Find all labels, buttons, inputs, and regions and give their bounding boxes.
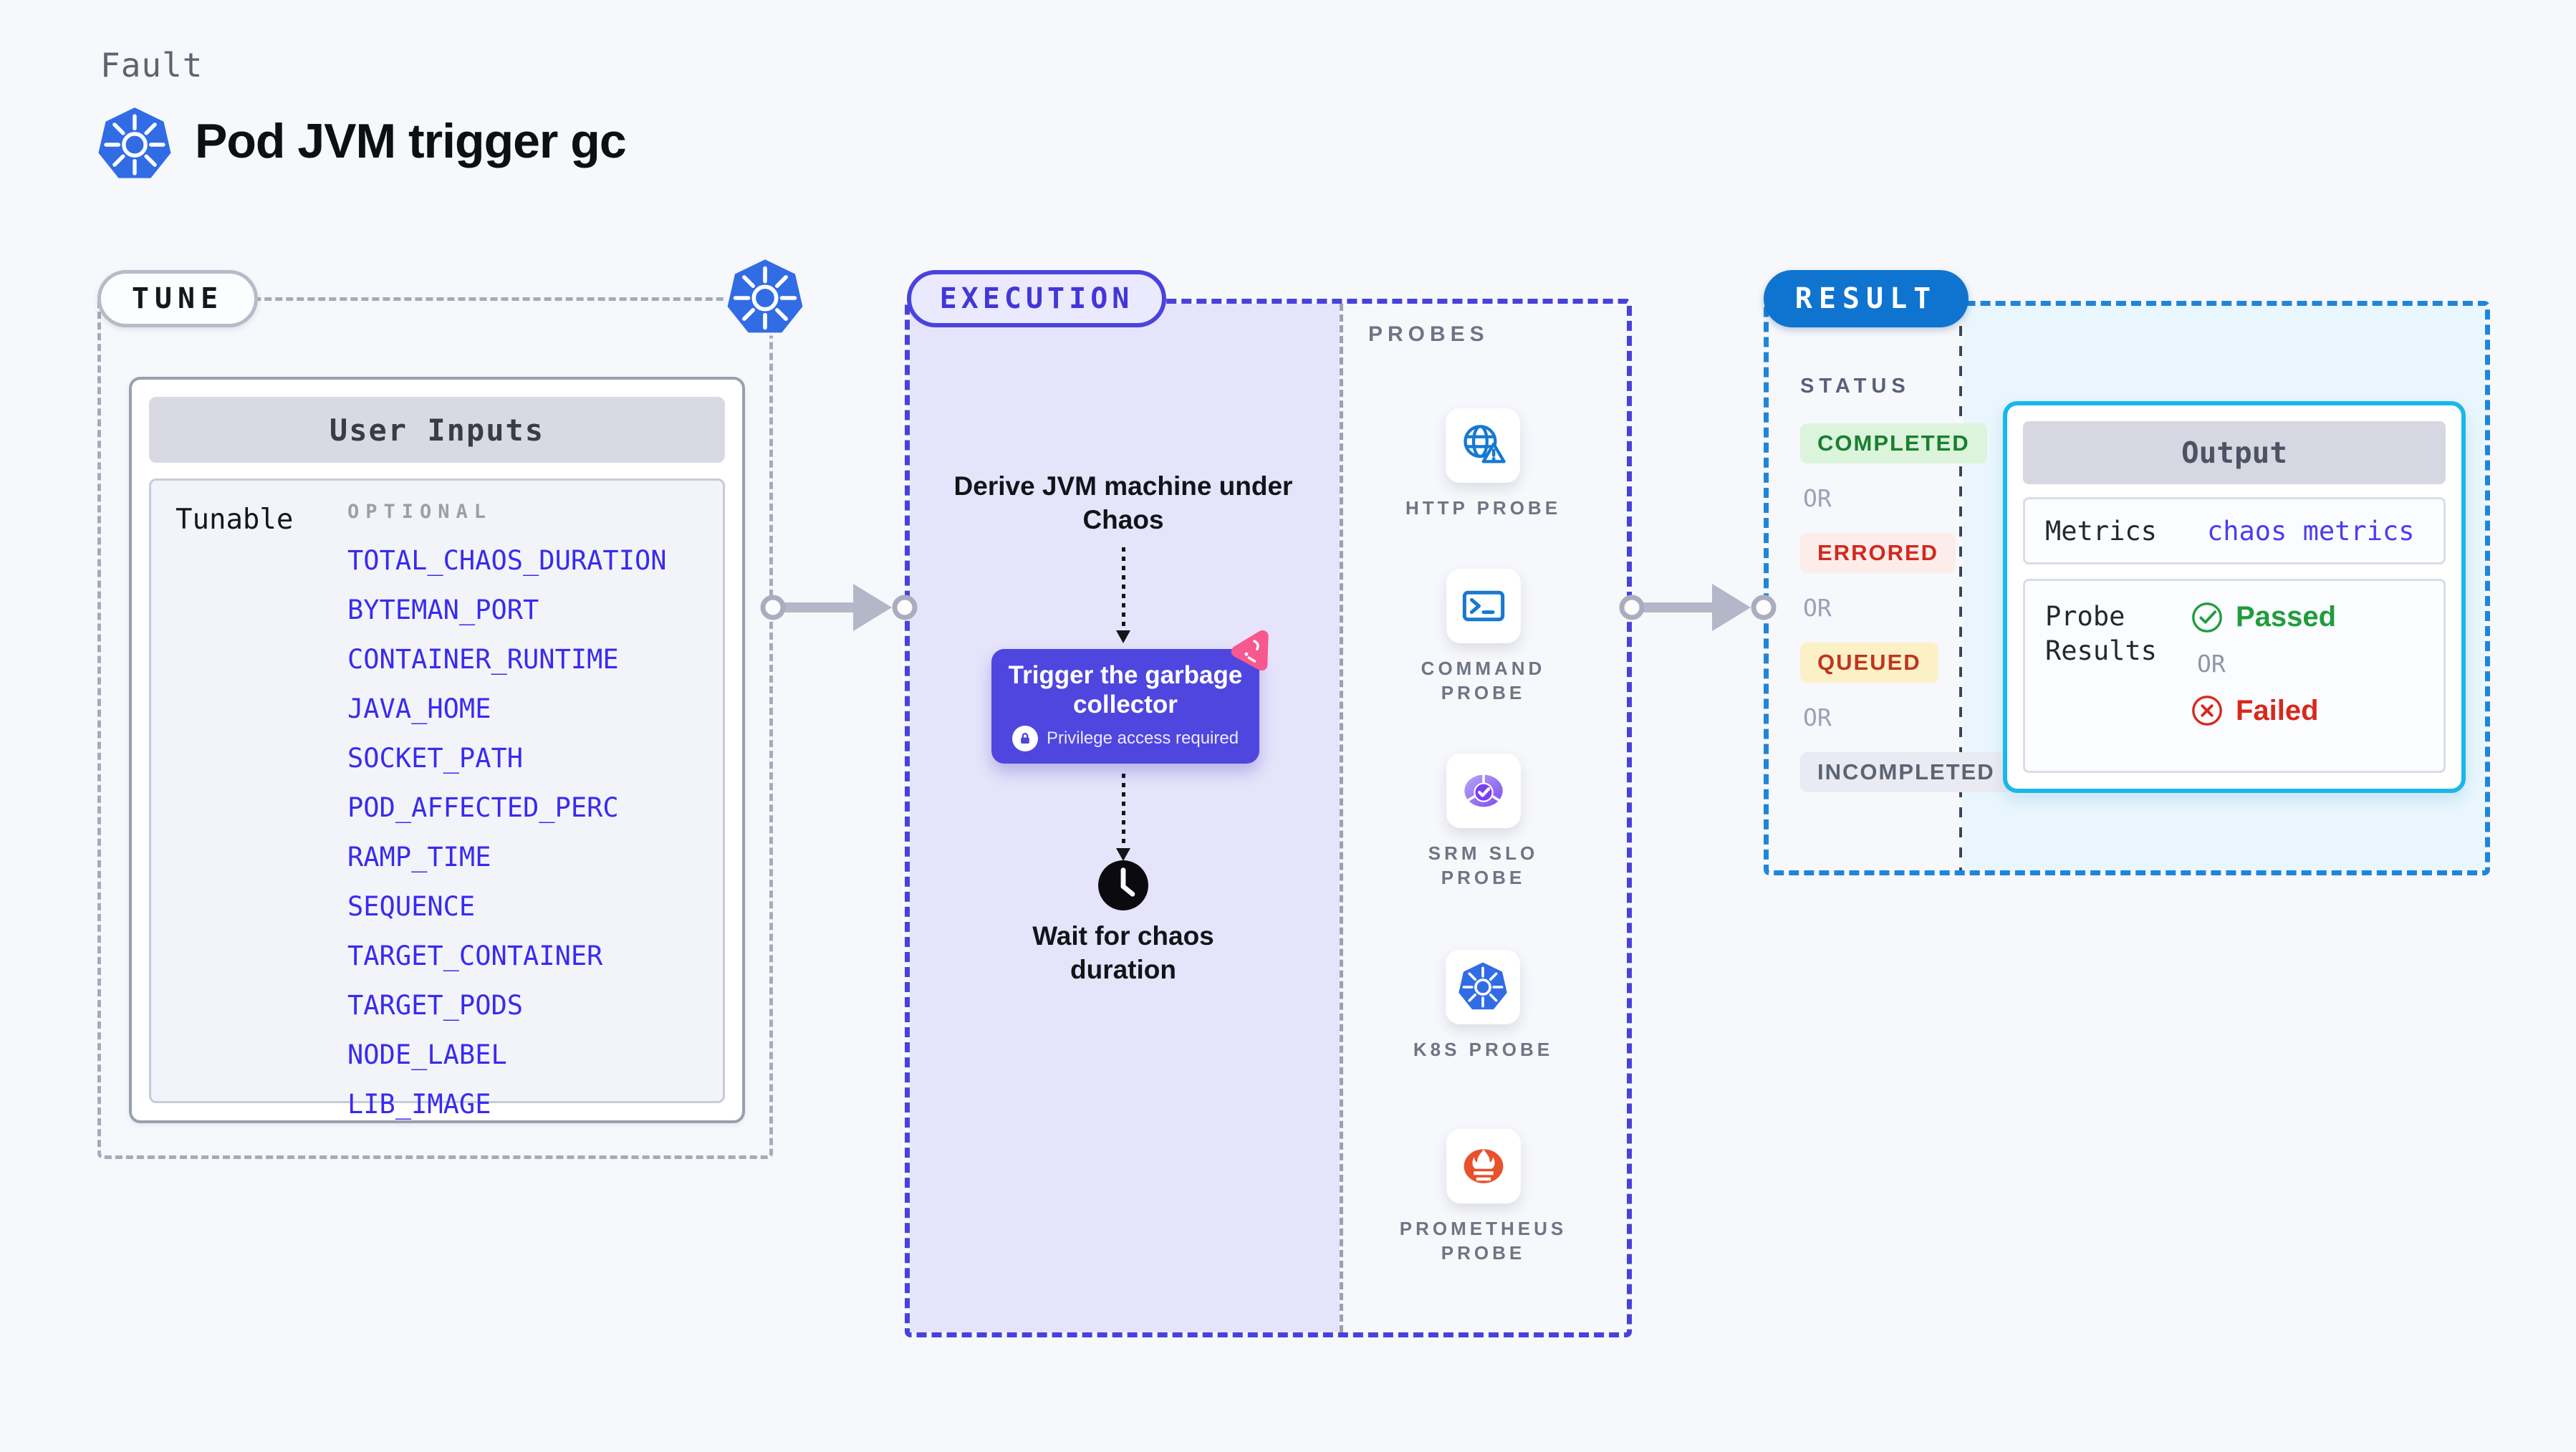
status-list: COMPLETED OR ERRORED OR QUEUED OR INCOMPLETED: [1800, 423, 2012, 792]
execution-pill: EXECUTION: [907, 270, 1166, 327]
probe-label: SRM SLO PROBE: [1428, 842, 1539, 888]
fault-kicker: Fault: [100, 46, 203, 85]
probe-results-row: Probe Results Passed OR Failed: [2023, 579, 2446, 773]
tunable-input-link[interactable]: SOCKET_PATH: [347, 743, 524, 774]
chaos-pink-icon: [1225, 626, 1280, 681]
probes-header: PROBES: [1368, 322, 1489, 346]
or-separator: OR: [2197, 650, 2226, 678]
tune-section-box: [97, 297, 773, 1159]
privilege-note: Privilege access required: [1046, 729, 1239, 748]
or-separator: OR: [1803, 484, 1832, 512]
passed-check-icon: [2190, 600, 2224, 634]
connector-dot: [1751, 595, 1777, 620]
status-header: STATUS: [1800, 375, 1911, 398]
metrics-row: Metrics chaos metrics: [2023, 497, 2446, 564]
user-inputs-body: Tunable OPTIONAL TOTAL_CHAOS_DURATION BYT…: [149, 479, 725, 1120]
tunable-input-link[interactable]: TARGET_CONTAINER: [347, 941, 603, 971]
probes-panel: HTTP PROBE COMMAND PROBE SRM SLO PROBE K8S …: [1340, 408, 1627, 1265]
probe-label: PROMETHEUS PROBE: [1399, 1218, 1567, 1264]
kubernetes-icon: [725, 258, 805, 338]
flow-down-arrow: [1116, 547, 1130, 643]
output-header: Output: [2023, 421, 2446, 484]
tunable-input-link[interactable]: JAVA_HOME: [347, 693, 491, 724]
slo-gauge-icon[interactable]: [1446, 754, 1521, 828]
wait-step-text: Wait for chaos duration: [1032, 921, 1214, 984]
connector-dot: [892, 595, 918, 620]
tunable-input-link[interactable]: NODE_LABEL: [347, 1039, 507, 1070]
tunable-input-link[interactable]: SEQUENCE: [347, 891, 476, 922]
tunable-row-label: Tunable: [176, 504, 294, 536]
or-separator: OR: [1803, 594, 1832, 622]
probe-label: HTTP PROBE: [1405, 497, 1562, 519]
passed-label: Passed: [2236, 600, 2337, 633]
tunable-input-link[interactable]: BYTEMAN_PORT: [347, 595, 539, 625]
user-inputs-header: User Inputs: [149, 397, 725, 463]
connector-dot: [760, 595, 786, 620]
tunable-input-link[interactable]: TOTAL_CHAOS_DURATION: [347, 545, 667, 576]
execution-section-box: PROBES HTTP PROBE COMMAND PROBE SRM SLO PR…: [905, 299, 1632, 1337]
status-badge: INCOMPLETED: [1800, 752, 2012, 792]
tunable-input-link[interactable]: LIB_IMAGE: [347, 1089, 491, 1120]
result-pill: RESULT: [1764, 270, 1969, 327]
probe-label: K8S PROBE: [1413, 1039, 1554, 1060]
prometheus-icon[interactable]: [1446, 1129, 1521, 1203]
probe-item: SRM SLO PROBE: [1394, 754, 1573, 890]
globe-alert-icon[interactable]: [1446, 408, 1521, 483]
connector-dot: [1619, 595, 1645, 620]
terminal-icon[interactable]: [1446, 569, 1521, 643]
metrics-label: Metrics: [2045, 515, 2157, 547]
execution-to-result-arrow: [1619, 584, 1777, 631]
tunable-input-link[interactable]: CONTAINER_RUNTIME: [347, 644, 619, 675]
metrics-link[interactable]: chaos metrics: [2206, 515, 2415, 547]
probe-item: K8S PROBE: [1413, 950, 1553, 1062]
probe-item: HTTP PROBE: [1405, 408, 1561, 520]
tunable-input-link[interactable]: POD_AFFECTED_PERC: [347, 792, 619, 823]
status-badge: COMPLETED: [1800, 423, 1987, 463]
tunable-input-link[interactable]: RAMP_TIME: [347, 842, 491, 872]
failed-label: Failed: [2236, 694, 2319, 726]
status-badge: QUEUED: [1800, 643, 1938, 683]
kubernetes-icon[interactable]: [1446, 950, 1521, 1024]
user-inputs-card: User Inputs Tunable OPTIONAL TOTAL_CHAOS…: [129, 377, 745, 1123]
tunable-input-link[interactable]: TARGET_PODS: [347, 990, 524, 1021]
status-badge: ERRORED: [1800, 533, 1956, 573]
result-divider: [1959, 306, 1962, 870]
tune-to-execution-arrow: [760, 584, 918, 631]
tune-pill: TUNE: [97, 270, 258, 327]
probe-label: COMMAND PROBE: [1421, 658, 1546, 703]
probe-results-label: Probe Results: [2045, 601, 2157, 666]
flow-down-arrow: [1116, 774, 1130, 861]
kubernetes-icon: [96, 106, 173, 183]
derive-step-text: Derive JVM machine under Chaos: [953, 471, 1293, 534]
probe-item: COMMAND PROBE: [1394, 569, 1573, 705]
output-card: Output Metrics chaos metrics Probe Resul…: [2003, 401, 2466, 793]
tunable-inputs-column: OPTIONAL TOTAL_CHAOS_DURATION BYTEMAN_POR…: [347, 501, 667, 1139]
trigger-gc-node[interactable]: Trigger the garbage collector Privilege …: [991, 649, 1259, 764]
tunable-inputs-list: TOTAL_CHAOS_DURATION BYTEMAN_PORT CONTAINE…: [347, 546, 667, 1139]
probe-item: PROMETHEUS PROBE: [1394, 1129, 1573, 1265]
probes-divider: [1340, 304, 1343, 1332]
page-title: Pod JVM trigger gc: [195, 114, 627, 168]
trigger-gc-label: Trigger the garbage collector: [1008, 661, 1243, 718]
optional-column-header: OPTIONAL: [347, 501, 493, 523]
lock-icon: [1011, 726, 1038, 751]
or-separator: OR: [1803, 703, 1832, 731]
failed-x-icon: [2190, 693, 2224, 728]
clock-icon: [1096, 858, 1150, 913]
result-section-box: STATUS COMPLETED OR ERRORED OR QUEUED OR INCOM…: [1764, 301, 2490, 875]
